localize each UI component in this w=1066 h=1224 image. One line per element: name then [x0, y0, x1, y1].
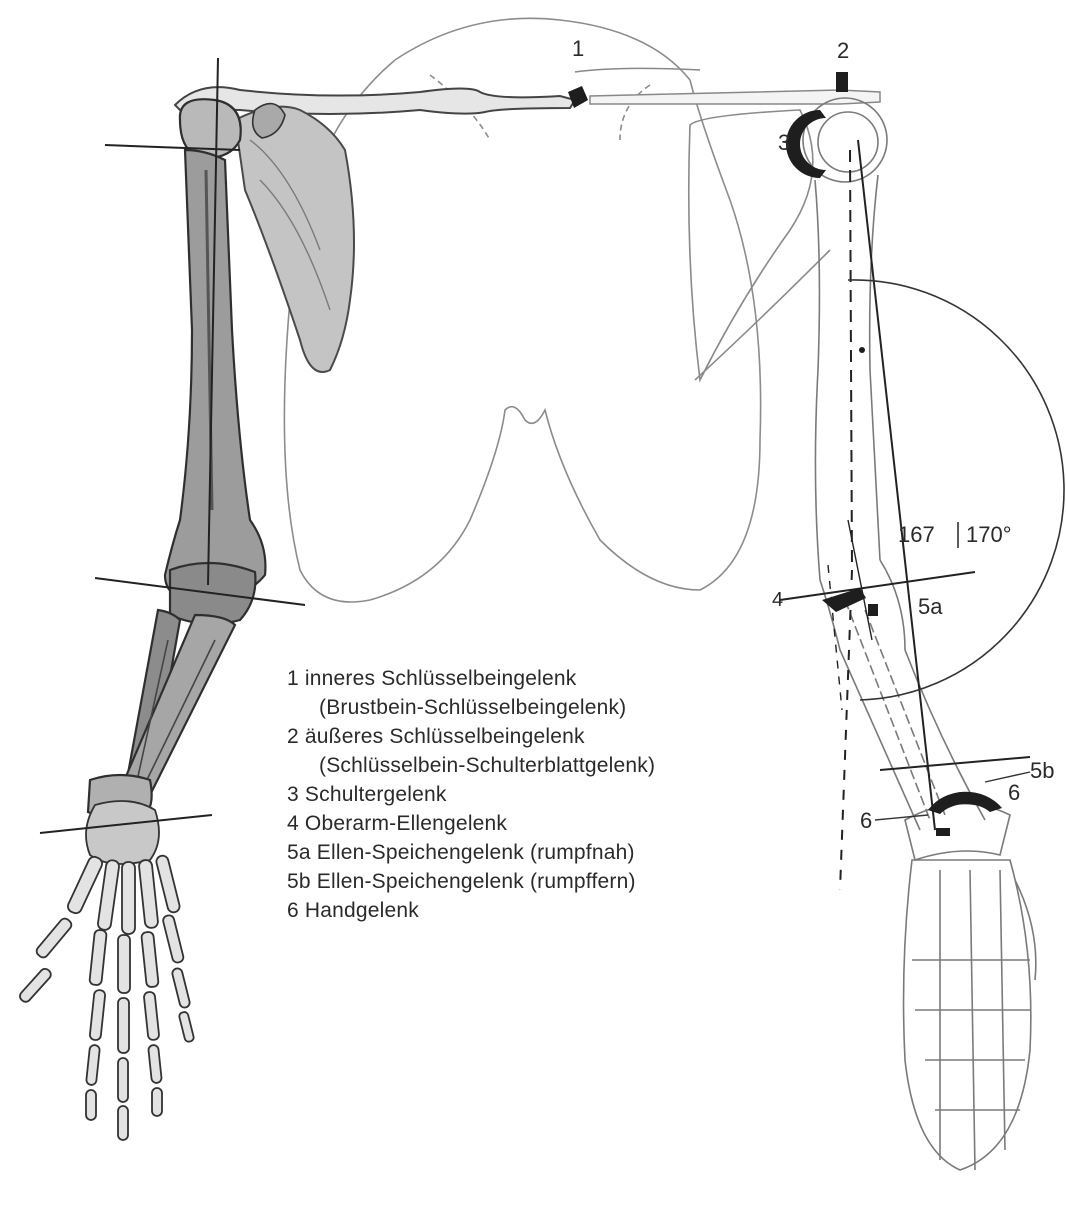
joint-5a-marker — [868, 604, 878, 616]
joint-2-marker — [836, 72, 848, 92]
legend-item-3: 3 Schultergelenk — [287, 780, 827, 809]
angle-170-label: 170° — [966, 522, 1012, 547]
right-scapula — [689, 110, 830, 380]
label-6-leader — [875, 815, 928, 820]
legend-item-2-sub: (Schlüsselbein-Schulterblattgelenk) — [287, 751, 827, 780]
label-3: 3 — [778, 130, 790, 155]
joint-3-marker — [786, 110, 826, 178]
label-6-left: 6 — [860, 808, 872, 833]
left-hand-bones — [18, 801, 195, 1140]
joint-legend: 1 inneres Schlüsselbeingelenk (Brustbein… — [287, 664, 827, 925]
right-arm-outline — [803, 98, 1036, 1170]
legend-item-1-sub: (Brustbein-Schlüsselbeingelenk) — [287, 693, 827, 722]
label-6-right: 6 — [1008, 780, 1020, 805]
legend-item-4: 4 Oberarm-Ellengelenk — [287, 809, 827, 838]
label-5a: 5a — [918, 594, 943, 619]
joint-6-marker — [928, 792, 1002, 814]
legend-item-5b: 5b Ellen-Speichengelenk (rumpffern) — [287, 867, 827, 896]
left-arm-bones — [88, 99, 265, 818]
legend-item-2: 2 äußeres Schlüsselbeingelenk — [287, 722, 827, 751]
label-1: 1 — [572, 36, 584, 61]
label-2: 2 — [837, 38, 849, 63]
legend-item-1: 1 inneres Schlüsselbeingelenk — [287, 664, 827, 693]
legend-item-5a: 5a Ellen-Speichengelenk (rumpfnah) — [287, 838, 827, 867]
legend-item-6: 6 Handgelenk — [287, 896, 827, 925]
left-scapula — [235, 104, 354, 372]
angle-167-label: 167 — [898, 522, 935, 547]
label-5b: 5b — [1030, 758, 1054, 783]
label-4: 4 — [772, 589, 783, 611]
